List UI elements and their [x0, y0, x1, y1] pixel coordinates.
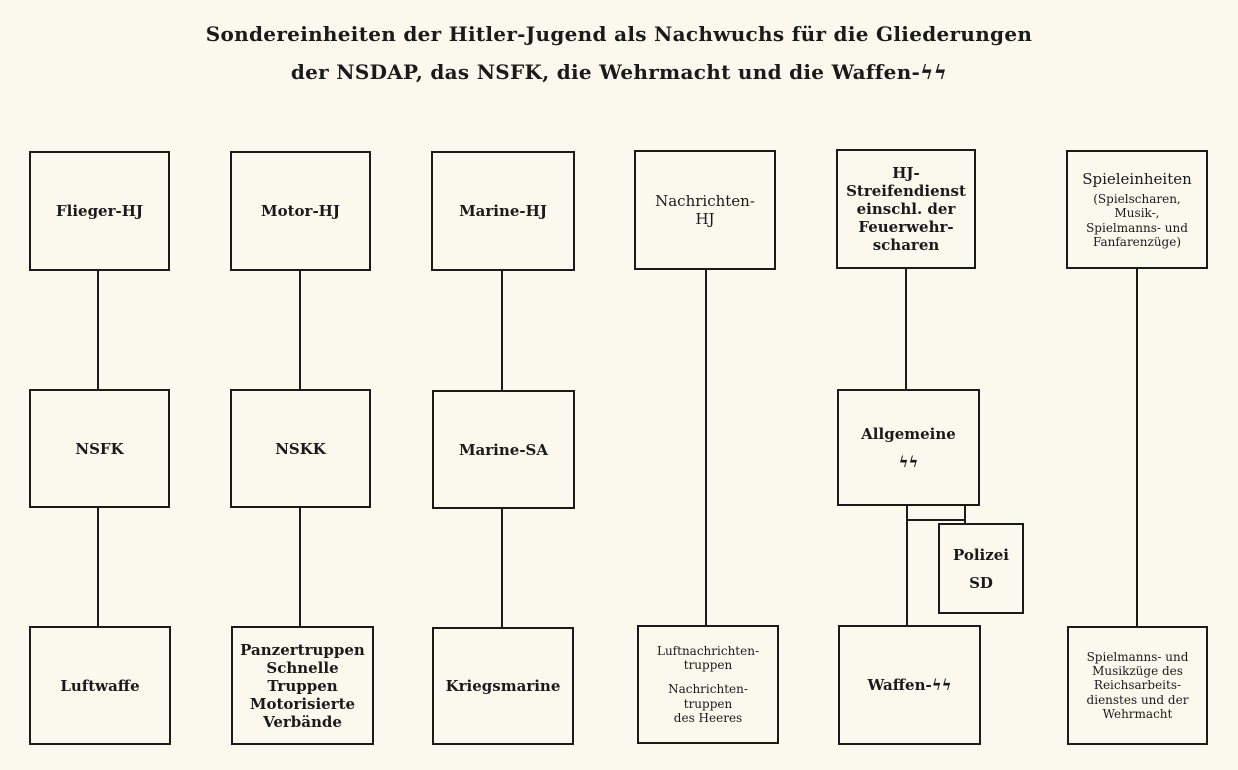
- box-label: des Heeres: [673, 711, 743, 726]
- box-label: truppen: [683, 696, 733, 711]
- box-label: Marine-SA: [458, 440, 549, 459]
- box-label: Spielmanns- und: [1086, 649, 1189, 664]
- box-label: Kriegsmarine: [445, 677, 561, 695]
- box-label: Musik-,: [1114, 206, 1160, 221]
- connector-marinehj-marinesa: [501, 270, 503, 391]
- box-label: Reichsarbeits-: [1093, 678, 1182, 693]
- box-marine-hj: Marine-HJ: [431, 151, 575, 271]
- box-label: Waffen-ϟϟ: [867, 676, 952, 694]
- box-label: Verbände: [263, 712, 342, 731]
- box-luftnachrichten: Luftnachrichten- truppen Nachrichten- tr…: [637, 625, 779, 744]
- box-label: einschl. der: [856, 200, 956, 218]
- box-flieger-hj: Flieger-HJ: [29, 151, 170, 271]
- box-luftwaffe: Luftwaffe: [29, 626, 171, 745]
- box-label: NSKK: [275, 439, 326, 458]
- box-waffen-ss: Waffen-ϟϟ: [838, 625, 981, 745]
- box-label: Musikzüge des: [1092, 663, 1183, 678]
- box-label: Flieger-HJ: [55, 202, 144, 220]
- box-label: scharen: [872, 236, 940, 254]
- box-label: Nachrichten-: [668, 682, 748, 697]
- box-kriegsmarine: Kriegsmarine: [432, 627, 574, 745]
- box-label: HJ: [695, 210, 715, 228]
- box-spielmanns-musikzuege: Spielmanns- und Musikzüge des Reichsarbe…: [1067, 626, 1208, 745]
- box-label: Streifendienst: [846, 182, 966, 200]
- connector-allgemeine-polizei-v: [964, 505, 966, 524]
- connector-hjstreifendienst-allgemeine: [905, 268, 907, 391]
- box-nachrichten-hj: Nachrichten- HJ: [634, 150, 776, 270]
- box-label: dienstes und der: [1086, 692, 1189, 707]
- box-nsfk: NSFK: [29, 389, 170, 508]
- box-label: SD: [969, 573, 993, 592]
- connector-motor-nskk: [299, 270, 301, 390]
- box-label: Panzertruppen: [240, 640, 365, 659]
- box-label: Fanfarenzüge): [1092, 234, 1182, 249]
- box-label: truppen: [683, 657, 733, 672]
- box-label: Luftnachrichten-: [656, 643, 760, 658]
- box-label: NSFK: [75, 439, 124, 458]
- box-label: Spieleinheiten: [1082, 169, 1192, 188]
- box-label: Wehrmacht: [1102, 707, 1173, 722]
- connector-allgemeine-waffen: [906, 505, 908, 626]
- box-hj-streifendienst: HJ- Streifendienst einschl. der Feuerweh…: [836, 149, 976, 269]
- box-label: Schnelle: [266, 658, 339, 677]
- connector-flieger-nsfk: [97, 270, 99, 390]
- box-label: Polizei: [952, 545, 1010, 564]
- box-label: Spielmanns- und: [1086, 220, 1188, 235]
- connector-marinesa-kriegsmarine: [501, 508, 503, 628]
- box-label: Marine-HJ: [459, 202, 547, 220]
- box-panzertruppen: Panzertruppen Schnelle Truppen Motorisie…: [231, 626, 374, 745]
- connector-spieleinheiten-spielmanns: [1136, 268, 1138, 626]
- box-marine-sa: Marine-SA: [432, 390, 575, 509]
- connector-nachrichten-luftnachrichten: [705, 269, 707, 626]
- connector-nskk-panzer: [299, 507, 301, 627]
- box-label: ϟϟ: [898, 452, 919, 471]
- box-motor-hj: Motor-HJ: [230, 151, 371, 271]
- box-label: Motor-HJ: [261, 202, 340, 220]
- box-label: Motorisierte: [249, 694, 356, 713]
- box-label: Allgemeine: [861, 424, 956, 443]
- box-label: Nachrichten-: [655, 192, 755, 210]
- chart-title-line-1: Sondereinheiten der Hitler-Jugend als Na…: [205, 22, 1033, 46]
- box-polizei-sd: Polizei SD: [938, 523, 1024, 614]
- box-label: HJ-: [892, 164, 920, 182]
- box-label: Truppen: [267, 676, 338, 695]
- box-label: Luftwaffe: [60, 676, 140, 695]
- box-label: (Spielscharen,: [1093, 191, 1181, 206]
- connector-nsfk-luftwaffe: [97, 507, 99, 627]
- box-label: Feuerwehr-: [858, 218, 954, 236]
- chart-title-line-2: der NSDAP, das NSFK, die Wehrmacht und d…: [290, 60, 948, 84]
- box-allgemeine-ss: Allgemeine ϟϟ: [837, 389, 980, 506]
- box-nskk: NSKK: [230, 389, 371, 508]
- box-spieleinheiten: Spieleinheiten (Spielscharen, Musik-, Sp…: [1066, 150, 1208, 269]
- connector-allgemeine-polizei-h: [906, 519, 966, 521]
